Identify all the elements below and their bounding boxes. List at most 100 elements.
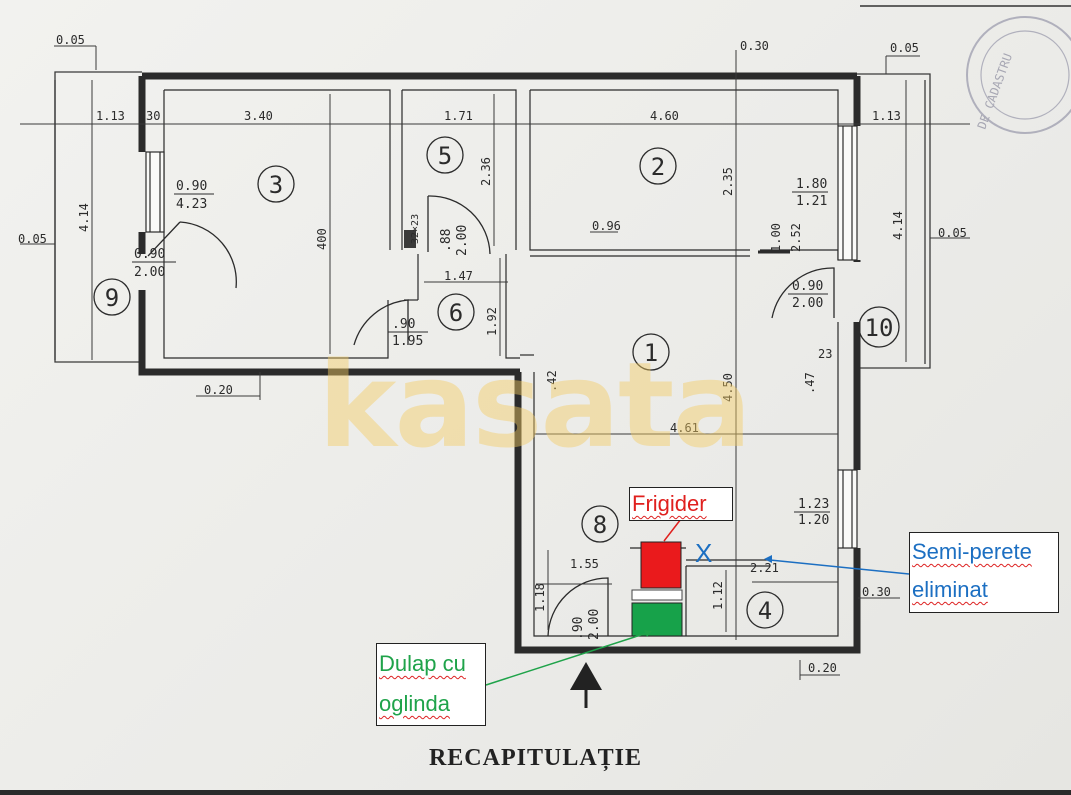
door10-a: 0.90 (792, 279, 823, 294)
room-number-2: 2 (651, 153, 665, 181)
dim-room6-height: 1.92 (485, 307, 499, 336)
dim-room8-width: 1.55 (570, 557, 599, 571)
bottom-edge-bar (0, 790, 1071, 795)
door8-b: 2.00 (587, 609, 602, 640)
semi-label-line2: eliminat (912, 577, 988, 602)
door5-b: 2.00 (455, 225, 470, 256)
removed-wall-x-mark: X (695, 538, 712, 568)
fridge-block (640, 541, 682, 589)
dim-right-outer: 0.05 (938, 226, 967, 240)
room-number-10: 10 (865, 314, 894, 342)
dim-096: 0.96 (592, 219, 621, 233)
door6-b: 1.95 (392, 334, 423, 349)
door-room9 (147, 221, 237, 289)
dim-460: 4.60 (650, 109, 679, 123)
door6-a: .90 (392, 317, 415, 332)
dim-bottom-right: 0.20 (808, 661, 837, 675)
dulap-label-line1: Dulap cu (379, 651, 466, 676)
dulap-label-line2: oglinda (379, 691, 450, 716)
semi-label-line1: Semi-perete (912, 539, 1032, 564)
dim-171: 1.71 (444, 109, 473, 123)
door9-a: 0.90 (134, 247, 165, 262)
dim-042: .42 (545, 370, 559, 392)
room-number-6: 6 (449, 299, 463, 327)
dim-30: 30 (146, 109, 160, 123)
room-number-9: 9 (105, 284, 119, 312)
semi-perete-label: Semi-perete eliminat (909, 532, 1059, 613)
stamp-text: DE CADASTRU (975, 52, 1015, 131)
semi-pointer (769, 559, 910, 575)
entrance-arrow-icon (570, 662, 602, 708)
dim-right-030: 0.30 (862, 585, 891, 599)
door5-a: .88 (439, 229, 454, 252)
dim-top-right-a: 0.30 (740, 39, 769, 53)
door-room6 (353, 299, 409, 346)
win4-a: 1.23 (798, 497, 829, 512)
win2-b: 1.21 (796, 194, 827, 209)
door-room8 (547, 577, 609, 637)
windows (145, 125, 858, 549)
exterior-walls (138, 72, 861, 654)
dim-252: 2.52 (789, 223, 803, 252)
vent-shaft (404, 230, 416, 248)
dim-100: 1.00 (769, 223, 783, 252)
mirror-wardrobe-block (631, 602, 683, 637)
room-number-3: 3 (269, 171, 283, 199)
room-numbers: 3 5 2 6 1 9 10 8 4 (105, 142, 894, 625)
win3-a: 0.90 (176, 179, 207, 194)
window-room4 (837, 469, 858, 549)
dimension-labels: 0.05 0.30 0.05 0.05 0.05 1.13 30 3.40 1.… (18, 33, 967, 675)
win4-b: 1.20 (798, 513, 829, 528)
dim-room6-width: 1.47 (444, 269, 473, 283)
dulap-pointer (485, 631, 651, 686)
dim-room5-height: 2.36 (479, 157, 493, 186)
door9-b: 2.00 (134, 265, 165, 280)
win3-b: 4.23 (176, 197, 207, 212)
frigider-pointer (663, 518, 682, 542)
door8-a: .90 (571, 617, 586, 640)
dim-room2-height: 2.35 (721, 167, 735, 196)
window-room3 (145, 151, 165, 233)
room-number-8: 8 (593, 511, 607, 539)
dim-top-left: 0.05 (56, 33, 85, 47)
dim-right-height: 4.14 (891, 211, 905, 240)
dim-top-right-b: 0.05 (890, 41, 919, 55)
balcony-outlines (54, 71, 931, 369)
dim-23: 23 (818, 347, 832, 361)
room-number-4: 4 (758, 597, 772, 625)
watermark: kasata (318, 336, 752, 474)
dim-left-height: 4.14 (77, 203, 91, 232)
room-number-1: 1 (644, 339, 658, 367)
dimension-lines (20, 45, 970, 680)
dim-047: .47 (803, 372, 817, 394)
door-swings (147, 195, 835, 637)
cabinet-top (631, 589, 683, 601)
room-number-5: 5 (438, 142, 452, 170)
dim-bottom-left: 0.20 (204, 383, 233, 397)
room-circles (93, 136, 900, 629)
dim-hall-width: 4.61 (670, 421, 699, 435)
dulap-label: Dulap cu oglinda (376, 643, 486, 726)
cadastre-stamp: DE CADASTRU (966, 16, 1071, 134)
door-room5 (427, 195, 491, 255)
dim-vent: 32×23 (410, 214, 421, 244)
door-room10 (771, 267, 835, 319)
dim-113-left: 1.13 (96, 109, 125, 123)
dim-340: 3.40 (244, 109, 273, 123)
frigider-label: Frigider (629, 487, 733, 521)
win2-a: 1.80 (796, 177, 827, 192)
door10-b: 2.00 (792, 296, 823, 311)
opening-labels: 0.90 4.23 0.90 2.00 .88 2.00 .90 1.95 1.… (132, 177, 830, 640)
recapitulatie-heading: RECAPITULAȚIE (428, 745, 643, 771)
dim-hall-height: 4.50 (721, 373, 735, 402)
dim-room4-width: 2.21 (750, 561, 779, 575)
frigider-label-text: Frigider (632, 491, 707, 516)
dim-room3-height: 400 (315, 228, 329, 250)
dim-left-outer: 0.05 (18, 232, 47, 246)
dim-room8-height: 1.18 (533, 583, 547, 612)
dim-room4-height: 1.12 (711, 581, 725, 610)
dim-113-right: 1.13 (872, 109, 901, 123)
window-room2 (837, 125, 858, 261)
